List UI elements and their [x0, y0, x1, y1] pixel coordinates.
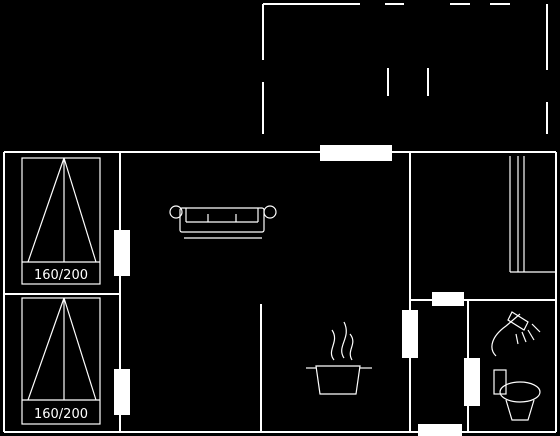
door-bathroom [432, 292, 464, 306]
door-bedroom-bottom [114, 369, 130, 415]
outer-walls [3, 151, 557, 433]
door-toilet [464, 358, 480, 406]
door-bedroom-top [114, 230, 130, 276]
closet [509, 156, 556, 273]
sofa-icon [169, 205, 277, 239]
upper-area [262, 3, 548, 134]
bed-bottom: 160/200 [21, 297, 101, 425]
bed-label: 160/200 [34, 268, 88, 283]
door-bottom [418, 424, 462, 436]
toilet-icon [493, 369, 541, 421]
door-entrance [320, 145, 392, 161]
doors [114, 145, 480, 436]
shower-icon [491, 311, 541, 357]
door-hallway [402, 310, 418, 358]
cooking-pot-icon [306, 321, 372, 395]
bed-label: 160/200 [34, 407, 88, 422]
bed-top: 160/200 [21, 157, 101, 285]
